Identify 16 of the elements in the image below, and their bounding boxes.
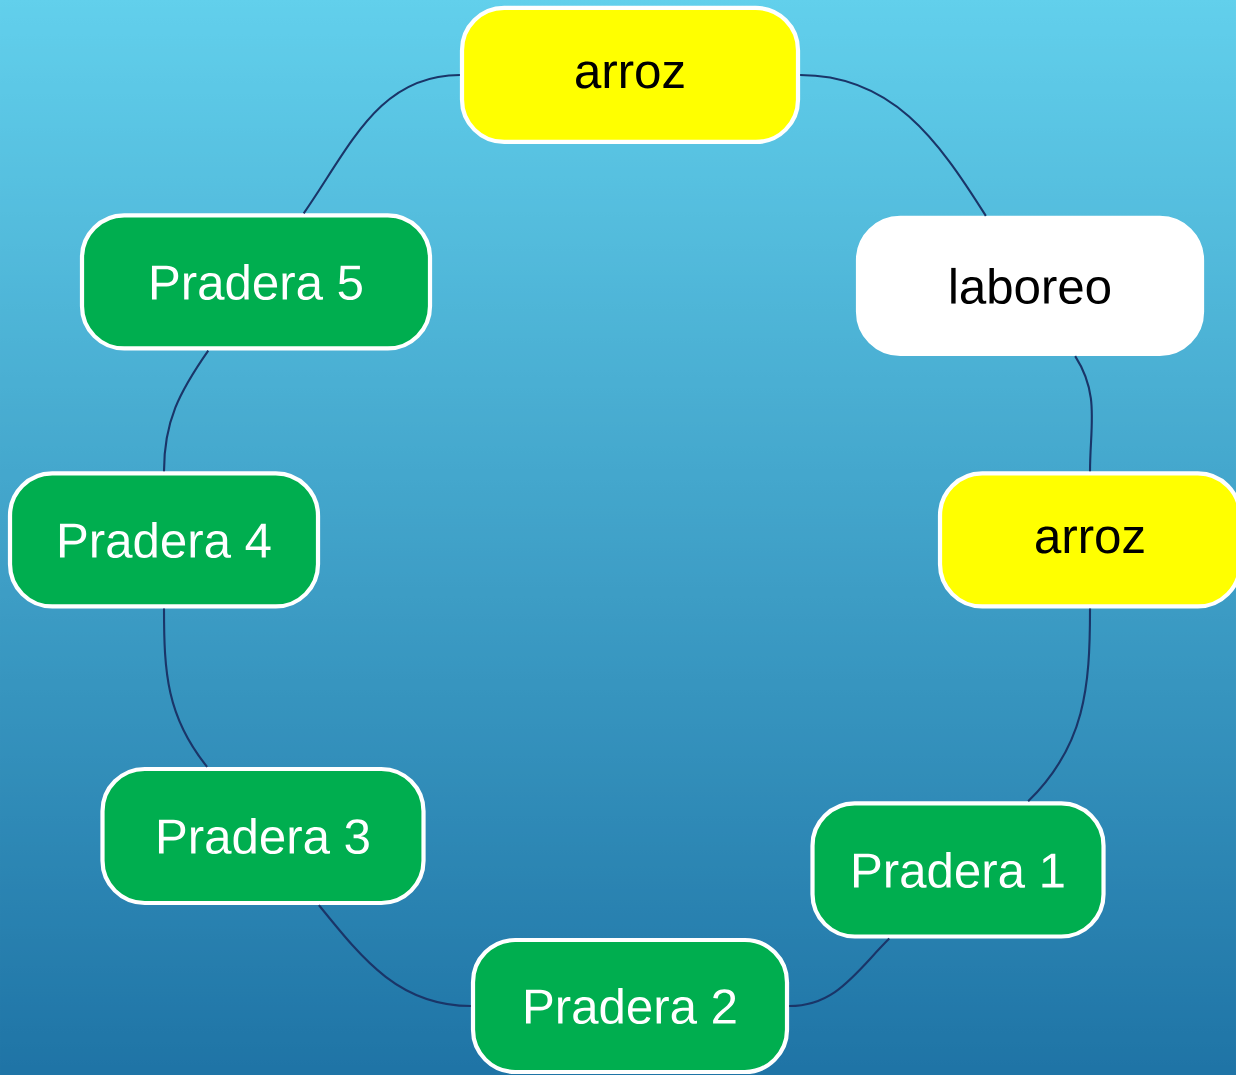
process-box: arroz [459,5,801,145]
process-box: Pradera 1 [810,801,1106,939]
process-box: Pradera 5 [79,213,433,351]
process-box: Pradera 2 [470,937,790,1075]
connector-arc [800,73,987,217]
process-box: Pradera 4 [7,471,321,609]
process-box: laboreo [855,215,1205,357]
connector-arc [1027,608,1092,803]
connector-arc [1074,355,1093,472]
connector-arc [318,904,471,1008]
connector-arc [789,937,890,1008]
connector-arc [162,608,208,768]
connector-arc [302,73,460,214]
connector-arc [162,350,210,472]
process-box: arroz [937,471,1236,609]
process-box: Pradera 3 [100,766,426,906]
